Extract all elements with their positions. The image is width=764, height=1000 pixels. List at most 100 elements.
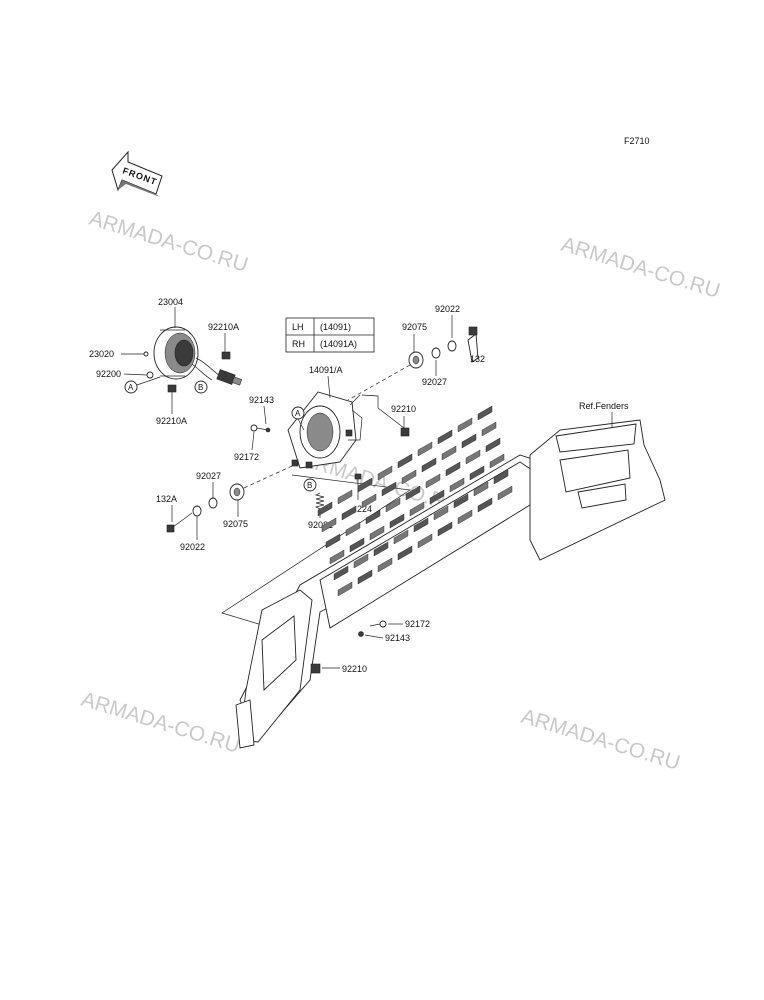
label-92081: 92081 [308, 520, 333, 530]
grille-louver [477, 497, 493, 513]
grille-louver [465, 449, 481, 465]
label-92210-bottom: 92210 [342, 664, 367, 674]
label-92075-top: 92075 [402, 322, 427, 332]
grille-louver [481, 421, 497, 437]
grille-louver [341, 505, 357, 521]
label-92172-right: 92172 [405, 619, 430, 629]
grille-louver [381, 481, 397, 497]
grille-louver [493, 469, 509, 485]
grille-louver [413, 517, 429, 533]
grille-louver [497, 485, 513, 501]
washer-92143-right [358, 631, 364, 637]
label-92075-left: 92075 [223, 519, 248, 529]
grille-louver [457, 509, 473, 525]
grille-louver [333, 565, 349, 581]
callout-a-left [124, 380, 138, 394]
watermark-4: ARMADA-CO.RU [79, 688, 243, 758]
grille-louver [353, 553, 369, 569]
grille-louver [429, 489, 445, 505]
grille-louver [409, 501, 425, 517]
label-92143-right: 92143 [385, 633, 410, 643]
grille-louver [357, 477, 373, 493]
grille-louver [445, 461, 461, 477]
callout-b-bracket-label: B [307, 481, 312, 490]
callout-b-left-label: B [198, 383, 203, 392]
nut-92210-bottom [310, 663, 321, 674]
grille-louver [325, 533, 341, 549]
callout-a-bracket-label: A [295, 409, 301, 418]
bushing-92075-left [229, 483, 245, 501]
grille-louver [329, 549, 345, 565]
grille-louver [349, 537, 365, 553]
bolt-92172-left [250, 424, 271, 433]
bolt-132 [467, 326, 479, 363]
grille-louver [417, 441, 433, 457]
grille-louver [369, 525, 385, 541]
washer-92022-left [192, 505, 202, 517]
grille-louver [485, 437, 501, 453]
headlight-assembly [143, 326, 243, 393]
label-92143-left: 92143 [249, 395, 274, 405]
label-23004: 23004 [158, 297, 183, 307]
label-23020: 23020 [89, 349, 114, 359]
watermark-2: ARMADA-CO.RU [559, 233, 723, 303]
label-92210A-bottom: 92210A [156, 416, 187, 426]
grille-louver [357, 569, 373, 585]
grille-louver [345, 521, 361, 537]
grille-louver [401, 469, 417, 485]
grille-louver [317, 501, 333, 517]
table-rh-part: (14091A) [320, 339, 357, 349]
grille-louver [421, 457, 437, 473]
grille-louver [337, 489, 353, 505]
label-132: 132 [470, 354, 485, 364]
grille-assembly [235, 419, 666, 749]
grille-louver [433, 505, 449, 521]
grille-louver [477, 405, 493, 421]
bolt-92172-right [369, 620, 387, 628]
grille-louver [377, 465, 393, 481]
grille-louver [365, 509, 381, 525]
side-table: LH (14091) RH (14091A) [285, 317, 375, 353]
label-92200: 92200 [96, 369, 121, 379]
grille-louver [389, 513, 405, 529]
grille-louver [397, 453, 413, 469]
label-132A: 132A [156, 494, 177, 504]
grille-louver [393, 529, 409, 545]
bolt-132A [166, 512, 193, 533]
watermark-1: ARMADA-CO.RU [87, 207, 251, 277]
grille-louver [449, 477, 465, 493]
grille-louver [337, 581, 353, 597]
label-92210A-top: 92210A [208, 322, 239, 332]
front-arrow-icon: FRONT [111, 150, 163, 197]
watermark-5: ARMADA-CO.RU [519, 705, 683, 775]
ref-fenders-label: Ref.Fenders [579, 401, 629, 411]
callout-b-left [194, 380, 208, 394]
table-lh: LH [292, 322, 304, 332]
callout-b-bracket [303, 478, 317, 492]
collar-92027-left [208, 497, 218, 509]
grille-louver [425, 473, 441, 489]
grille-louver [473, 481, 489, 497]
label-14091A: 14091/A [309, 365, 343, 375]
spring-92081 [314, 492, 325, 510]
headlight-bracket [287, 391, 363, 469]
grille-louver [321, 517, 337, 533]
collar-92027-top [431, 347, 441, 359]
grille-louver [377, 557, 393, 573]
grille-louver [469, 465, 485, 481]
grille-louver [457, 417, 473, 433]
table-lh-part: (14091) [320, 322, 351, 332]
grille-louver [417, 533, 433, 549]
grille-louver [405, 485, 421, 501]
label-92022-left: 92022 [180, 542, 205, 552]
grille-louver [437, 521, 453, 537]
label-92172-left: 92172 [234, 452, 259, 462]
grille-louver [361, 493, 377, 509]
nut-92210-top [400, 427, 410, 437]
washer-92022-top [447, 340, 457, 352]
grille-louver [489, 453, 505, 469]
label-92210-top: 92210 [391, 404, 416, 414]
callout-a-left-label: A [128, 383, 134, 392]
grille-louver [373, 541, 389, 557]
